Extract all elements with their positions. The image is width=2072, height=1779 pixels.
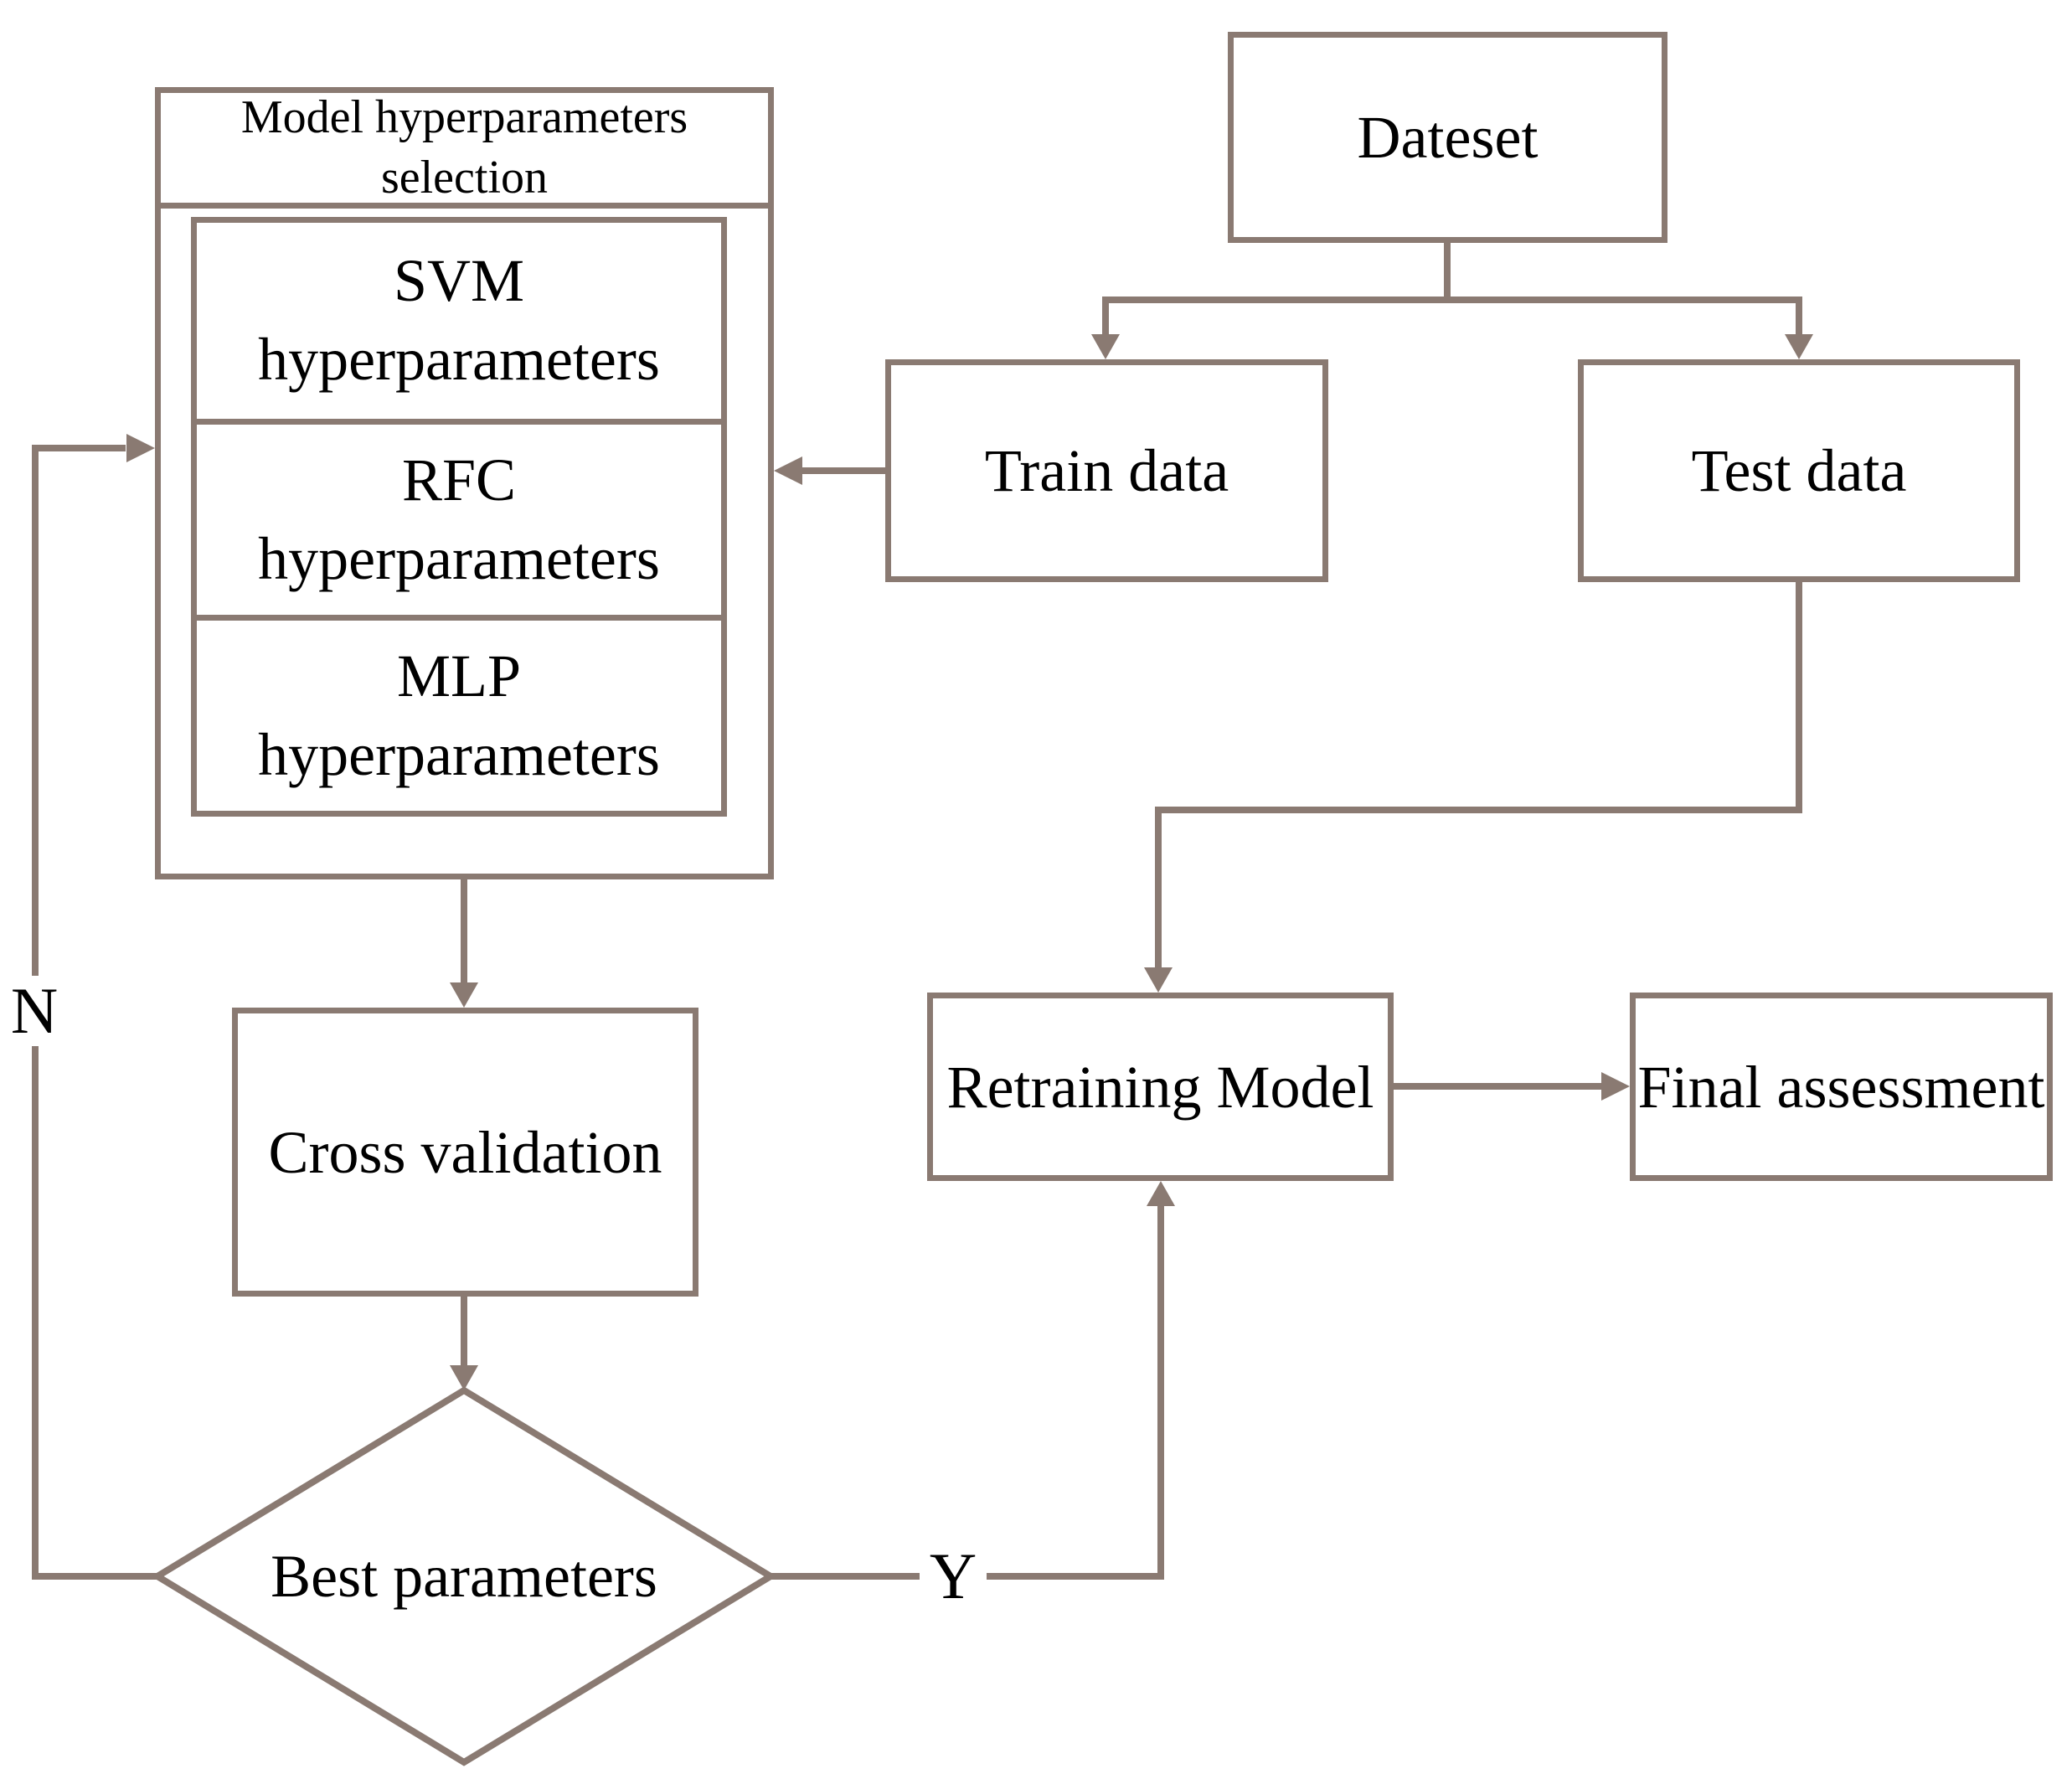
edge-label-yes: Y: [920, 1539, 987, 1612]
arrowhead-into-final: [1601, 1072, 1630, 1101]
node-cross-validation-label: Cross validation: [268, 1118, 662, 1186]
hyperparameters-inner-box: SVM hyperparameters RFC hyperparameters …: [191, 217, 727, 817]
node-best-parameters-label: Best parameters: [271, 1542, 657, 1610]
arrowhead-into-diamond: [450, 1365, 478, 1390]
node-test-data: Test data: [1578, 359, 2020, 582]
node-dataset-label: Dateset: [1357, 104, 1539, 171]
node-train-data-label: Train data: [984, 437, 1229, 504]
node-retraining-model-label: Retraining Model: [946, 1053, 1374, 1121]
arrowhead-into-retraining-top: [1144, 967, 1173, 993]
node-retraining-model: Retraining Model: [927, 993, 1394, 1181]
node-final-assessment: Final assessment: [1630, 993, 2053, 1181]
node-dataset: Dateset: [1228, 32, 1667, 243]
model-hyperparameters-selection-title: Model hyperparameters selection: [161, 91, 768, 209]
arrowhead-into-selection-right: [774, 456, 802, 485]
cell-svm-hyperparameters: SVM hyperparameters: [258, 247, 660, 393]
cell-rfc-hyperparameters: RFC hyperparameters: [197, 419, 721, 615]
cell-mlp-hyperparameters: MLP hyperparameters: [197, 615, 721, 811]
best-parameters-diamond-shape: [151, 1386, 777, 1766]
arrowhead-into-crossvalidation: [450, 982, 478, 1008]
arrowhead-into-selection-left: [126, 434, 155, 462]
node-train-data: Train data: [885, 359, 1328, 582]
arrowhead-into-test: [1785, 334, 1813, 359]
arrowhead-into-train: [1091, 334, 1120, 359]
node-test-data-label: Test data: [1691, 437, 1907, 504]
node-cross-validation: Cross validation: [232, 1008, 698, 1297]
edge-label-no: N: [1, 974, 68, 1047]
node-best-parameters: Best parameters: [213, 1526, 715, 1627]
node-model-hyperparameters-selection: Model hyperparameters selection SVM hype…: [155, 87, 774, 879]
edge-dataset-split: [1102, 243, 1802, 337]
edge-yes-to-retraining: [771, 1204, 1164, 1580]
arrowhead-into-retraining-bottom: [1147, 1181, 1175, 1206]
node-final-assessment-label: Final assessment: [1637, 1053, 2045, 1121]
edge-test-to-retraining: [1155, 582, 1802, 970]
